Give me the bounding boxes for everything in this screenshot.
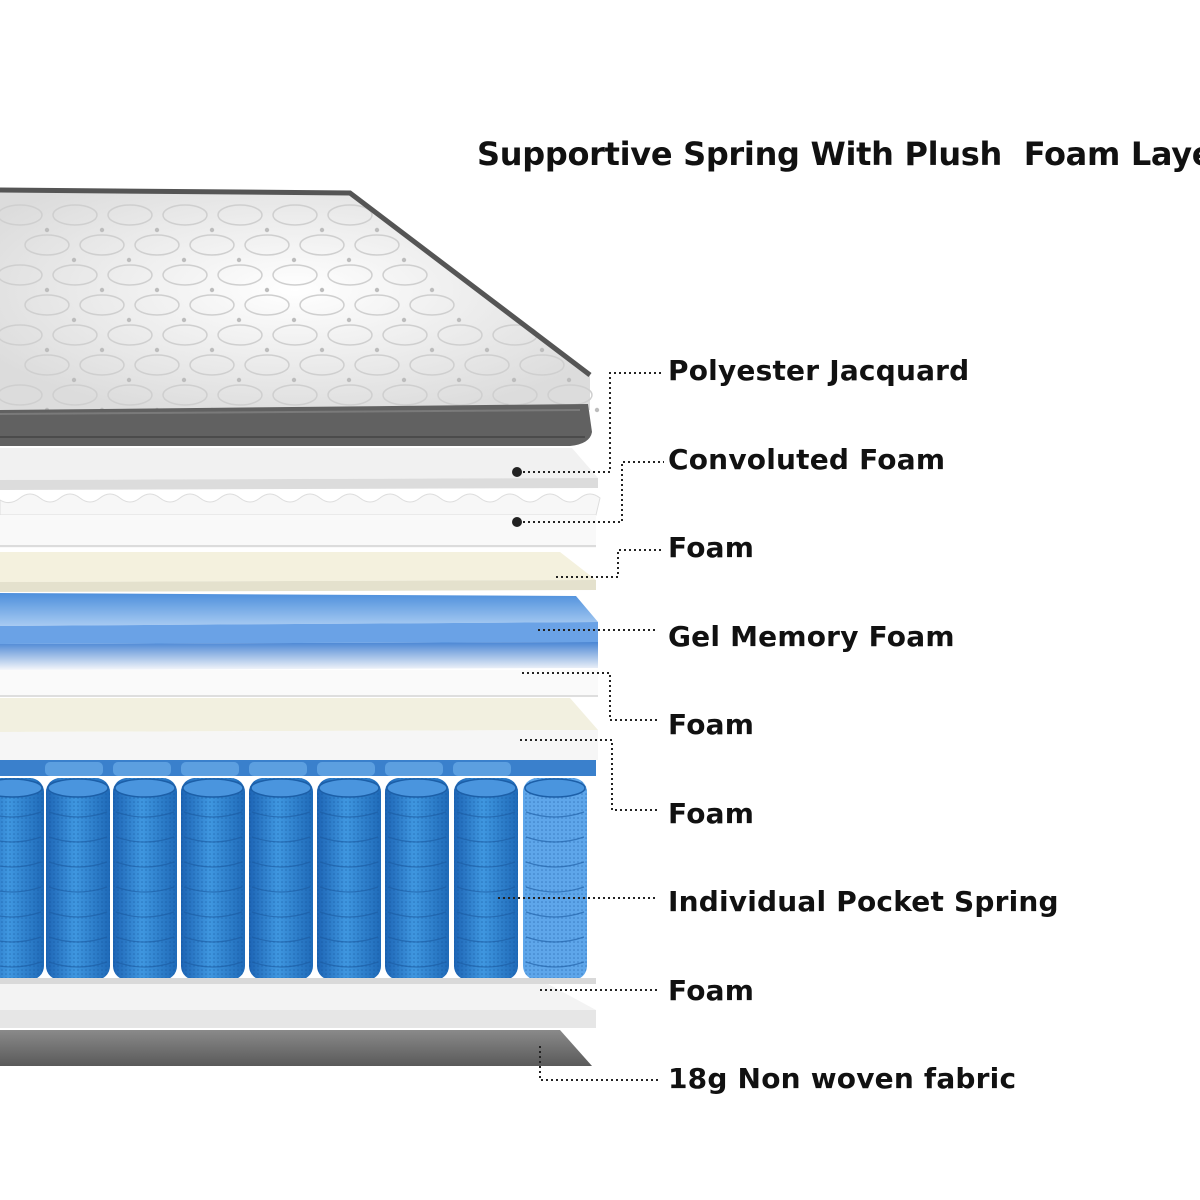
leader-line-foam-3 (520, 739, 658, 811)
label-foam-4: Foam (668, 974, 755, 1007)
polyester-jacquard-layer (0, 187, 600, 446)
label-foam-1: Foam (668, 531, 755, 564)
label-gel-memory-foam: Gel Memory Foam (668, 620, 955, 653)
label-polyester-jacquard: Polyester Jacquard (668, 354, 970, 387)
convoluted-foam-layer (0, 493, 601, 548)
label-non-woven-fabric: 18g Non woven fabric (668, 1062, 1017, 1095)
foam-layer-2 (0, 670, 598, 697)
foam-layer-3 (0, 698, 598, 760)
leader-lines (498, 372, 664, 1081)
gel-memory-foam-layer (0, 593, 598, 670)
diagram-title: Supportive Spring With Plush Foam Layer (477, 135, 1200, 173)
non-woven-fabric-layer (0, 1030, 592, 1066)
label-foam-2: Foam (668, 708, 755, 741)
bottom-foam-layer (0, 984, 596, 1028)
leader-line-non-woven-fabric (539, 1046, 658, 1081)
leader-line-convoluted-foam (518, 461, 664, 523)
label-convoluted-foam: Convoluted Foam (668, 443, 946, 476)
leader-line-polyester-jacquard (518, 372, 664, 473)
pocket-spring-layer (0, 760, 596, 984)
label-individual-pocket-spring: Individual Pocket Spring (668, 885, 1059, 918)
top-foam-strip (0, 448, 598, 490)
leader-line-foam-2 (522, 672, 658, 721)
leader-line-foam-1 (556, 549, 664, 578)
foam-layer-1 (0, 552, 596, 592)
pointer-dot-convoluted-foam (512, 517, 522, 527)
label-foam-3: Foam (668, 797, 755, 830)
pointer-dot-polyester-jacquard (512, 467, 522, 477)
